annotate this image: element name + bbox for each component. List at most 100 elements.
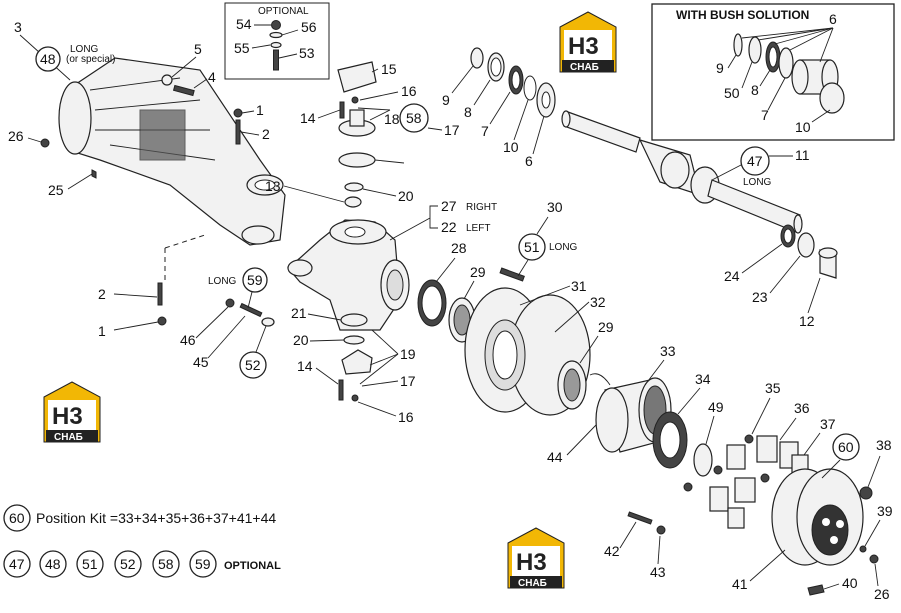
bolt-45 <box>239 302 263 318</box>
bearing-21 <box>340 313 368 327</box>
seal-stack-top <box>470 47 556 118</box>
label-19: 19 <box>400 346 416 362</box>
circled-51: 51 <box>524 239 540 255</box>
bush-52 <box>261 317 275 327</box>
stud-2-lower <box>157 282 163 306</box>
legend-optional-51: 51 <box>82 556 98 572</box>
legend-optional-58: 58 <box>158 556 174 572</box>
right-text: RIGHT <box>466 202 497 213</box>
label-29-inner: 29 <box>470 264 486 280</box>
label-1-lower: 1 <box>98 323 106 339</box>
label-4: 4 <box>208 69 216 85</box>
svg-text:H3: H3 <box>52 403 83 430</box>
circled-47: 47 <box>747 153 763 169</box>
label-2-upper: 2 <box>262 126 270 142</box>
long-text-47: LONG <box>743 177 772 188</box>
planet-carrier-41 <box>771 468 864 566</box>
seal-20-lower <box>343 335 365 345</box>
legend-optional-48: 48 <box>45 556 61 572</box>
label-38: 38 <box>876 437 892 453</box>
label-26-right: 26 <box>874 586 890 602</box>
label-30: 30 <box>547 199 563 215</box>
bolt-14-lower <box>338 379 344 401</box>
label-20-upper: 20 <box>398 188 414 204</box>
label-9: 9 <box>442 92 450 108</box>
circle-47 <box>740 146 770 176</box>
stud-30 <box>499 267 525 282</box>
washer-35 <box>744 434 754 444</box>
label-46: 46 <box>180 332 196 348</box>
label-41: 41 <box>732 576 748 592</box>
plug-39 <box>859 545 867 553</box>
circle-52 <box>239 351 267 379</box>
logo-bottom: H3 СНАБ <box>507 527 565 589</box>
stud-2-upper <box>235 119 241 145</box>
plug-38 <box>859 486 873 500</box>
washer-5 <box>161 74 173 86</box>
label-36: 36 <box>794 400 810 416</box>
planet-gears-36 <box>709 435 799 529</box>
svg-text:СНАБ: СНАБ <box>518 578 547 589</box>
optional-box-parts <box>269 20 283 71</box>
label-23: 23 <box>752 289 768 305</box>
legend-kit-text: Position Kit =33+34+35+36+37+41+44 <box>36 510 276 526</box>
label-7: 7 <box>481 123 489 139</box>
label-21: 21 <box>291 305 307 321</box>
label-43: 43 <box>650 564 666 580</box>
bush-label-7: 7 <box>761 107 769 123</box>
bearing-13 <box>344 196 362 208</box>
svg-text:СНАБ: СНАБ <box>570 62 599 73</box>
label-34: 34 <box>695 371 711 387</box>
label-20-lower: 20 <box>293 332 309 348</box>
label-2-lower: 2 <box>98 286 106 302</box>
special-text-48: (or special) <box>66 54 115 65</box>
seal-20-upper <box>344 182 364 192</box>
label-25: 25 <box>48 182 64 198</box>
circled-52: 52 <box>245 357 261 373</box>
svg-text:H3: H3 <box>568 33 599 60</box>
bolt-25 <box>91 169 97 179</box>
legend-optional-52: 52 <box>120 556 136 572</box>
label-5: 5 <box>194 41 202 57</box>
drive-shaft-11 <box>561 110 803 234</box>
nut-1-upper <box>233 108 243 118</box>
label-1-upper: 1 <box>256 102 264 118</box>
long-text-48: LONG <box>70 44 99 55</box>
label-31: 31 <box>571 278 587 294</box>
label-29-outer: 29 <box>598 319 614 335</box>
label-32: 32 <box>590 294 606 310</box>
label-17-upper: 17 <box>444 122 460 138</box>
label-45: 45 <box>193 354 209 370</box>
circle-48 <box>35 46 61 72</box>
label-14-upper: 14 <box>300 110 316 126</box>
label-35: 35 <box>765 380 781 396</box>
circle-58 <box>399 103 429 133</box>
label-56: 56 <box>301 19 317 35</box>
label-17-lower: 17 <box>400 373 416 389</box>
circle-60 <box>832 433 860 461</box>
nipple-16-lower <box>351 394 359 402</box>
steering-knuckle <box>287 219 410 331</box>
label-3: 3 <box>14 19 22 35</box>
label-16-lower: 16 <box>398 409 414 425</box>
legend-kit: 60 Position Kit =33+34+35+36+37+41+44 <box>3 504 276 532</box>
logo-left: H3 СНАБ <box>43 381 101 443</box>
stud-42 <box>627 511 653 525</box>
bolt-4 <box>172 84 195 97</box>
shim-57 <box>338 152 376 168</box>
label-14-lower: 14 <box>297 358 313 374</box>
circled-48: 48 <box>40 51 56 67</box>
bolt-14-upper <box>339 101 345 119</box>
label-39: 39 <box>877 503 893 519</box>
label-8: 8 <box>464 104 472 120</box>
bush-solution-title: WITH BUSH SOLUTION <box>676 8 809 22</box>
nut-43 <box>656 525 666 535</box>
axle-housing <box>58 57 286 246</box>
label-44: 44 <box>547 449 563 465</box>
nut-1-lower <box>157 316 167 326</box>
label-40: 40 <box>842 575 858 591</box>
label-11: 11 <box>795 147 810 163</box>
bearing-23 <box>797 232 815 258</box>
circled-58: 58 <box>406 110 422 126</box>
